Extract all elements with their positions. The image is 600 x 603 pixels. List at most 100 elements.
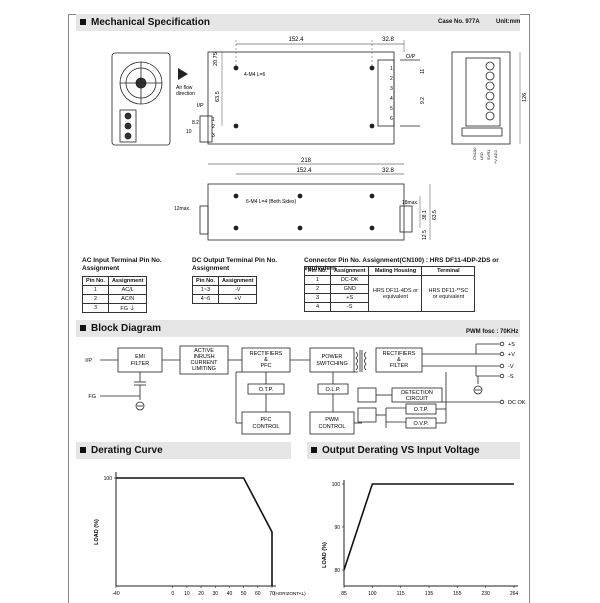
dcok-label: DC OK xyxy=(508,400,526,406)
pwm-control-box xyxy=(309,411,355,435)
svg-text:CURRENT: CURRENT xyxy=(191,360,219,366)
table-row: 1~3-V xyxy=(192,285,258,295)
dim-126: 126 xyxy=(522,93,528,102)
bullet-square-icon xyxy=(80,446,86,453)
svg-text:4: 4 xyxy=(390,96,393,102)
y-tick-label: 80 xyxy=(334,568,340,574)
svg-text:SWITCHING: SWITCHING xyxy=(316,361,347,367)
emi-label-1: EMI xyxy=(135,354,145,360)
x-tick-label: 100 xyxy=(368,591,377,597)
mating-housing: HRS DF11-4DS or equivalent xyxy=(368,275,423,312)
section-block-diagram: Block Diagram xyxy=(76,320,520,337)
dim-218: 218 xyxy=(301,158,312,164)
svg-text:&: & xyxy=(264,357,268,363)
emi-filter-box xyxy=(117,347,163,373)
otp1-label: O.T.P. xyxy=(259,387,274,393)
dim-12-5: 12.5 xyxy=(422,230,428,240)
out-v-minus: -V xyxy=(508,364,514,370)
svg-text:LIMITING: LIMITING xyxy=(192,366,216,372)
dim-63-5: 63.5 xyxy=(215,91,221,102)
svg-text:5: 5 xyxy=(390,106,393,112)
unit-label: Unit:mm xyxy=(496,19,521,25)
x-tick-label: 10 xyxy=(184,591,190,597)
pwm-ctrl-label-1: PWM xyxy=(325,417,339,423)
dim-9-2: 9.2 xyxy=(420,97,426,104)
optocoupler-2 xyxy=(357,407,377,423)
x-tick-label: 155 xyxy=(453,591,462,597)
cn100-label: CN100 xyxy=(472,147,477,160)
series-line xyxy=(343,483,514,571)
ground-icon xyxy=(135,401,145,411)
dc-table-title: DC Output Terminal Pin No. Assignment xyxy=(192,257,278,272)
table-row: 4-S xyxy=(304,302,475,312)
bullet-square-icon xyxy=(80,18,86,25)
dim-11: 11 xyxy=(420,69,426,74)
terminal: HRS DF11-**SC or equivalent xyxy=(421,275,476,312)
x-tick-label: 230 xyxy=(481,591,490,597)
otp2-label: O.T.P. xyxy=(414,407,429,413)
power-sw-label-1: POWER xyxy=(322,354,343,360)
airflow-label: Air flow xyxy=(176,85,193,91)
svg-text:&: & xyxy=(397,357,401,363)
cn-pin-table: Pin No. Assignment Mating Housing Termin… xyxy=(304,266,476,312)
section-title: Block Diagram xyxy=(91,323,162,334)
y-tick-label: 100 xyxy=(104,476,113,482)
out-v-plus: +V xyxy=(508,352,515,358)
out-s-minus: -S xyxy=(508,374,514,380)
dim-32-8-top: 32.8 xyxy=(382,37,394,43)
ground-icon xyxy=(473,385,483,395)
x-tick-label: -40 xyxy=(112,591,119,597)
hole-side-label: 6-M4 L=4 (Both Sides) xyxy=(246,199,296,205)
svg-text:3: 3 xyxy=(390,86,393,92)
dim-63-5-side: 63.5 xyxy=(432,210,438,220)
table-row: 4~6+V xyxy=(192,294,258,304)
y-axis-label: LOAD (%) xyxy=(322,542,328,568)
svg-text:3: 3 xyxy=(212,133,215,139)
dim-12max: 12max. xyxy=(174,206,190,212)
fg-label: FG xyxy=(88,394,96,400)
rect-filter-box xyxy=(375,347,423,373)
x-tick-label: 30 xyxy=(212,591,218,597)
section-title: Derating Curve xyxy=(91,445,163,456)
olp-label: O.L.P. xyxy=(326,387,341,393)
dim-10: 10 xyxy=(186,129,192,135)
bullet-square-icon xyxy=(311,446,317,453)
svg-text:CONTROL: CONTROL xyxy=(253,424,280,430)
pwm-freq: PWM fosc : 70KHz xyxy=(466,329,519,335)
mechanical-drawing: Air flow direction 152.4 32.8 20.75 63.5… xyxy=(111,37,528,241)
terminal-end-view xyxy=(451,51,521,145)
side-view xyxy=(199,163,431,241)
series-line xyxy=(116,477,273,586)
x-tick-label: 0 xyxy=(171,591,174,597)
section-derating: Derating Curve xyxy=(76,442,291,459)
x-tick-label: 115 xyxy=(397,591,405,597)
section-output-derating: Output Derating VS Input Voltage xyxy=(307,442,520,459)
optocoupler-1 xyxy=(357,387,377,403)
ac-table-title: AC Input Terminal Pin No. Assignment xyxy=(82,257,162,272)
svg-text:2: 2 xyxy=(390,76,393,82)
dim-32-8-side: 32.8 xyxy=(382,168,394,174)
detection-box xyxy=(391,387,443,403)
detection-label-1: DETECTION xyxy=(401,390,433,396)
emi-label-2: FILTER xyxy=(131,361,150,367)
x-tick-label: 50 xyxy=(241,591,247,597)
svg-text:FILTER: FILTER xyxy=(390,363,409,369)
hole-top-label: 4-M4 L=6 xyxy=(244,72,265,78)
svg-text:1: 1 xyxy=(212,117,215,123)
x-tick-label: 60 xyxy=(255,591,261,597)
svg-text:CIRCUIT: CIRCUIT xyxy=(406,396,429,402)
svg-text:direction: direction xyxy=(176,91,195,97)
adj-label: +V ADJ. xyxy=(493,149,498,164)
top-view xyxy=(199,40,420,145)
pfc-ctrl-label-1: PFC xyxy=(261,417,272,423)
x-tick-label: 135 xyxy=(425,591,434,597)
dim-8-2: 8.2 xyxy=(192,120,199,126)
out-s-plus: +S xyxy=(508,342,515,348)
dim-38-1: 38.1 xyxy=(422,210,428,220)
fan-view xyxy=(111,52,171,146)
